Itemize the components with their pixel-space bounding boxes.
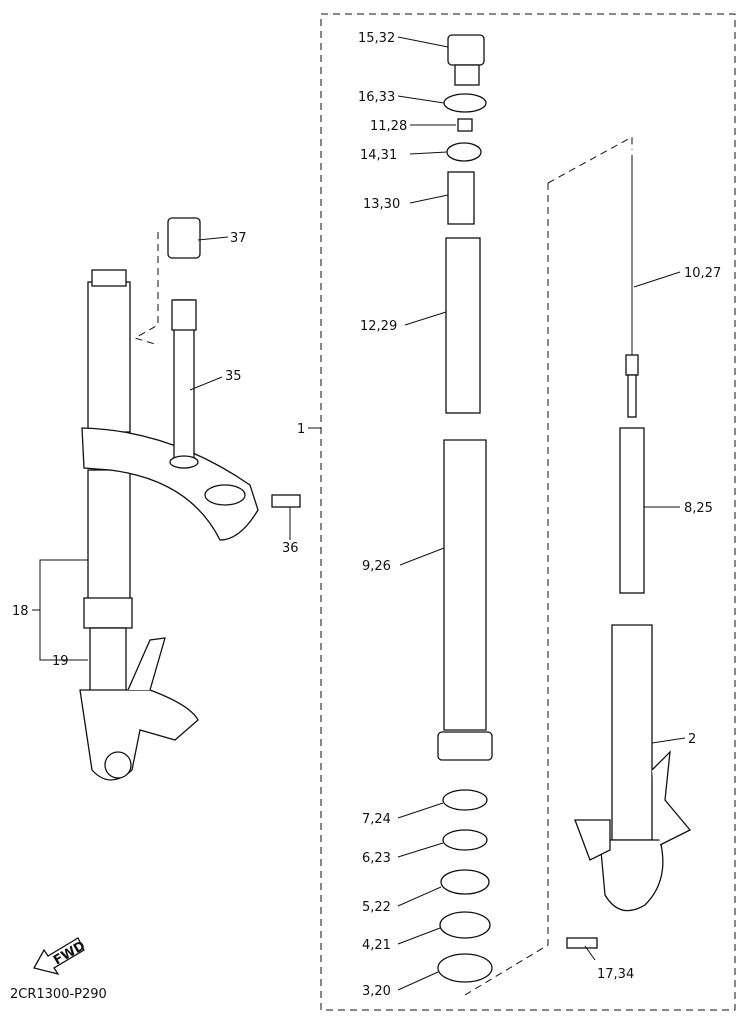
part-37-collar — [167, 217, 201, 259]
assembly-leader-2 — [464, 183, 549, 996]
assembly-boundary — [320, 13, 736, 1011]
label-2: 2 — [688, 732, 696, 747]
part-5-oil-seal — [440, 869, 490, 895]
label-35: 35 — [225, 369, 242, 384]
label-5-22: 5,22 — [362, 900, 391, 915]
part-8-cartridge — [619, 427, 645, 594]
label-17-34: 17,34 — [597, 967, 634, 982]
fork-assembly-left — [79, 217, 301, 781]
label-19: 19 — [52, 654, 69, 669]
label-11-28: 11,28 — [370, 119, 407, 134]
lower-bracket — [81, 427, 259, 541]
part-14-spring-seat — [446, 142, 482, 162]
label-14-31: 14,31 — [360, 148, 397, 163]
part-15-cap-bolt — [447, 34, 485, 66]
part-13-spacer — [447, 171, 475, 225]
part-17-bolt — [566, 937, 598, 949]
part-3-dust-seal — [437, 953, 493, 983]
part-16-o-ring — [443, 93, 487, 113]
part-2-outer-tube — [611, 624, 653, 841]
part-12-spring — [445, 237, 481, 414]
label-10-27: 10,27 — [684, 266, 721, 281]
fork-internals — [437, 34, 692, 983]
part-6-washer — [442, 829, 488, 851]
diagram-code: 2CR1300-P290 — [10, 987, 107, 1002]
outer-tube-caliper-mount — [79, 689, 199, 781]
label-1: 1 — [297, 422, 305, 437]
label-6-23: 6,23 — [362, 851, 391, 866]
label-15-32: 15,32 — [358, 31, 395, 46]
part-7-bushing — [442, 789, 488, 811]
part-9-inner-tube — [443, 439, 487, 731]
label-36: 36 — [282, 541, 299, 556]
assembly-leader — [547, 136, 633, 184]
label-18: 18 — [12, 604, 29, 619]
label-7-24: 7,24 — [362, 812, 391, 827]
label-13-30: 13,30 — [363, 197, 400, 212]
label-37: 37 — [230, 231, 247, 246]
part-11-nut — [457, 118, 473, 132]
label-3-20: 3,20 — [362, 984, 391, 999]
label-16-33: 16,33 — [358, 90, 395, 105]
fwd-arrow-icon: FWD — [33, 937, 88, 976]
label-4-21: 4,21 — [362, 938, 391, 953]
label-12-29: 12,29 — [360, 319, 397, 334]
part-36-bolt — [271, 494, 301, 508]
label-9-26: 9,26 — [362, 559, 391, 574]
part-4-clip — [439, 911, 491, 939]
label-8-25: 8,25 — [684, 501, 713, 516]
